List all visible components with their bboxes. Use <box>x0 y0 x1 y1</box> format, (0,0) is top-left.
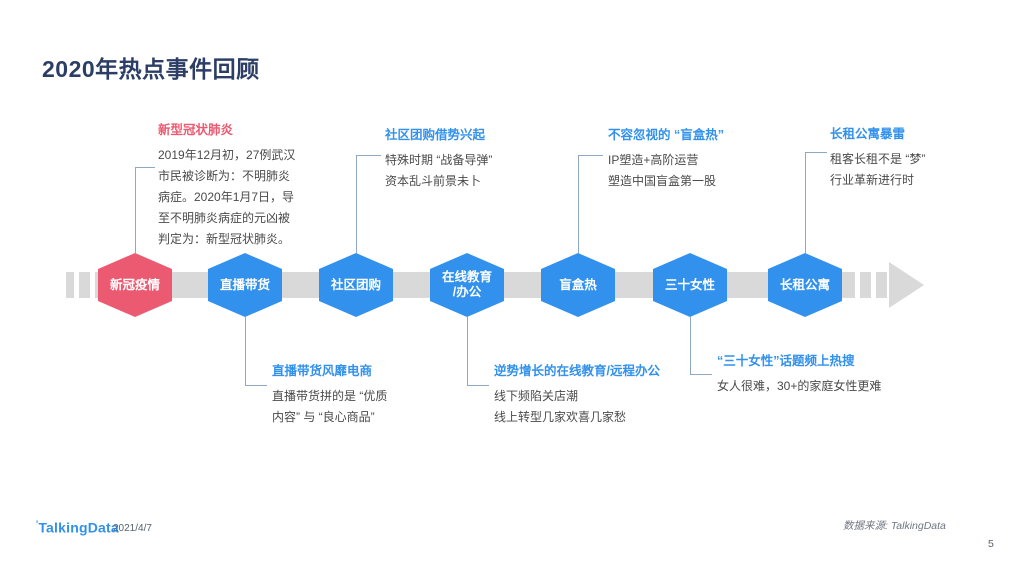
timeline-node-rental[interactable]: 长租公寓 <box>768 253 842 317</box>
connector-covid-horizontal <box>135 167 155 168</box>
callout-online-edu-line-1: 线下频陷关店潮 <box>494 389 579 403</box>
callout-covid-line-3: 病症。2020年1月7日，导 <box>158 190 295 204</box>
connector-thirty-vertical <box>690 317 691 374</box>
callout-blindbox: 不容忽视的 “盲盒热” IP塑造+高阶运营 塑造中国盲盒第一股 <box>608 124 724 192</box>
timeline-node-live[interactable]: 直播带货 <box>208 253 282 317</box>
node-label-blindbox: 盲盒热 <box>559 277 597 292</box>
timeline-node-covid[interactable]: 新冠疫情 <box>98 253 172 317</box>
callout-group-buy-line-2: 资本乱斗前景未卜 <box>385 174 482 188</box>
callout-thirty: “三十女性”话题频上热搜 女人很难，30+的家庭女性更难 <box>717 350 881 397</box>
timeline-dash-left-2 <box>79 272 90 298</box>
node-label-group-buy: 社区团购 <box>330 277 381 292</box>
timeline-dash-right-2 <box>876 272 887 298</box>
connector-blindbox-vertical <box>578 155 579 253</box>
callout-covid-line-2: 市民被诊断为：不明肺炎 <box>158 169 291 183</box>
callout-rental-line-2: 行业革新进行时 <box>830 173 915 187</box>
callout-live: 直播带货风靡电商 直播带货拼的是 “优质 内容” 与 “良心商品” <box>272 360 387 428</box>
connector-rental-vertical <box>805 152 806 253</box>
timeline-node-online-edu[interactable]: 在线教育 /办公 <box>430 253 504 317</box>
node-label-rental: 长租公寓 <box>779 277 830 292</box>
logo-text: TalkingData <box>38 519 119 536</box>
callout-blindbox-line-1: IP塑造+高阶运营 <box>608 153 699 167</box>
talkingdata-logo: 'TalkingData <box>36 519 119 536</box>
slide-date: 2021/4/7 <box>113 523 152 534</box>
logo-tick-icon: ' <box>36 519 39 529</box>
timeline-node-group-buy[interactable]: 社区团购 <box>319 253 393 317</box>
timeline-node-thirty[interactable]: 三十女性 <box>653 253 727 317</box>
connector-live-horizontal <box>245 385 267 386</box>
page-number: 5 <box>988 538 994 550</box>
callout-live-heading: 直播带货风靡电商 <box>272 364 373 378</box>
callout-blindbox-line-2: 塑造中国盲盒第一股 <box>608 174 717 188</box>
callout-online-edu: 逆势增长的在线教育/远程办公 线下频陷关店潮 线上转型几家欢喜几家愁 <box>494 360 660 428</box>
connector-thirty-horizontal <box>690 374 712 375</box>
callout-live-line-1: 直播带货拼的是 “优质 <box>272 389 388 403</box>
callout-live-line-2: 内容” 与 “良心商品” <box>272 410 375 424</box>
callout-covid-line-5: 判定为：新型冠状肺炎。 <box>158 232 291 246</box>
connector-rental-horizontal <box>805 152 827 153</box>
connector-covid-vertical <box>135 167 136 253</box>
source-note: 数据来源: TalkingData <box>843 520 946 532</box>
callout-rental-heading: 长租公寓暴雷 <box>830 127 906 141</box>
connector-blindbox-horizontal <box>578 155 603 156</box>
callout-covid: 新型冠状肺炎 2019年12月初，27例武汉 市民被诊断为：不明肺炎 病症。20… <box>158 119 295 250</box>
node-label-online-edu-line2: /办公 <box>452 285 482 299</box>
callout-group-buy-heading: 社区团购借势兴起 <box>385 128 486 142</box>
callout-online-edu-line-2: 线上转型几家欢喜几家愁 <box>494 410 627 424</box>
callout-covid-line-1: 2019年12月初，27例武汉 <box>158 148 296 162</box>
callout-rental: 长租公寓暴雷 租客长租不是 “梦” 行业革新进行时 <box>830 123 925 191</box>
connector-group-buy-horizontal <box>356 155 381 156</box>
timeline-arrow-icon <box>889 262 924 308</box>
callout-covid-heading: 新型冠状肺炎 <box>158 123 234 137</box>
callout-thirty-line-1: 女人很难，30+的家庭女性更难 <box>717 379 882 393</box>
node-label-covid: 新冠疫情 <box>109 277 160 292</box>
callout-online-edu-heading: 逆势增长的在线教育/远程办公 <box>494 364 660 378</box>
page-title: 2020年热点事件回顾 <box>42 56 260 82</box>
connector-live-vertical <box>245 317 246 385</box>
node-label-live: 直播带货 <box>219 277 270 292</box>
callout-rental-line-1: 租客长租不是 “梦” <box>830 152 926 166</box>
timeline-dash-right-1 <box>860 272 871 298</box>
callout-group-buy: 社区团购借势兴起 特殊时期 “战备导弹” 资本乱斗前景未卜 <box>385 124 492 192</box>
callout-covid-line-4: 至不明肺炎病症的元凶被 <box>158 211 291 225</box>
connector-online-edu-vertical <box>467 317 468 385</box>
timeline-node-blindbox[interactable]: 盲盒热 <box>541 253 615 317</box>
connector-group-buy-vertical <box>356 155 357 253</box>
node-label-thirty: 三十女性 <box>664 277 715 292</box>
callout-group-buy-line-1: 特殊时期 “战备导弹” <box>385 153 493 167</box>
callout-thirty-heading: “三十女性”话题频上热搜 <box>717 354 855 368</box>
callout-blindbox-heading: 不容忽视的 “盲盒热” <box>608 128 724 142</box>
connector-online-edu-horizontal <box>467 385 489 386</box>
node-label-online-edu-line1: 在线教育 <box>441 270 492 284</box>
timeline-dash-left-1 <box>66 272 74 298</box>
